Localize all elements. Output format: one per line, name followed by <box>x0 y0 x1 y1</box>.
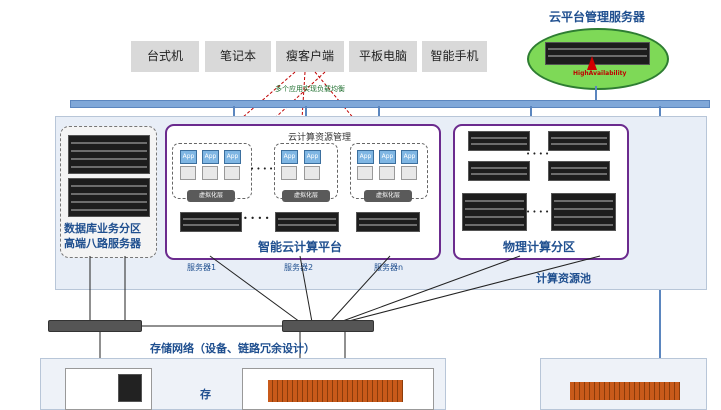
os-icon-3a <box>357 166 373 180</box>
app-icon-1c: App <box>224 150 241 164</box>
cloud-node-2 <box>275 212 339 232</box>
cloud-node-3 <box>356 212 420 232</box>
phys-ellipsis-1: • • • • <box>526 150 550 158</box>
physical-zone-label: 物理计算分区 <box>503 240 576 254</box>
vm-layer-1: 虚拟化层 <box>187 190 235 202</box>
client-thin: 瘦客户端 <box>276 41 344 72</box>
pool-label: 计算资源池 <box>536 272 591 285</box>
phys-server-1 <box>468 131 530 151</box>
app-icon-3a: App <box>357 150 374 164</box>
phys-server-2 <box>548 131 610 151</box>
db-server-1 <box>68 135 150 174</box>
phys-server-5 <box>462 193 527 231</box>
vm-layer-3: 虚拟化层 <box>364 190 412 202</box>
os-icon-2b <box>304 166 320 180</box>
server-label-1: 服务器1 <box>187 263 217 272</box>
client-laptop: 笔记本 <box>205 41 271 72</box>
db-server-2 <box>68 178 150 217</box>
server-label-n: 服务器n <box>374 263 404 272</box>
db-zone-label-1: 数据库业务分区 <box>64 222 141 235</box>
os-icon-1a <box>180 166 196 180</box>
client-phone: 智能手机 <box>422 41 487 72</box>
vm-layer-2: 虚拟化层 <box>282 190 330 202</box>
os-icon-3c <box>401 166 417 180</box>
phys-server-6 <box>551 193 616 231</box>
app-icon-2a: App <box>281 150 298 164</box>
cloud-server-icon <box>545 42 650 65</box>
app-icon-1a: App <box>180 150 197 164</box>
storage-tower-icon <box>118 374 142 402</box>
client-tablet: 平板电脑 <box>349 41 417 72</box>
os-icon-3b <box>379 166 395 180</box>
bus-drop-cloud <box>595 86 597 100</box>
storage-network-label: 存储网络（设备、链路冗余设计） <box>150 342 315 355</box>
network-bus <box>70 100 710 108</box>
multi-app-label: 多个应用实现负载均衡 <box>275 85 345 93</box>
storage-switch-1 <box>48 320 142 332</box>
app-icon-3b: App <box>379 150 396 164</box>
phys-ellipsis-2: • • • • <box>526 208 550 216</box>
phys-server-3 <box>468 161 530 181</box>
client-desktop: 台式机 <box>131 41 199 72</box>
app-icon-2b: App <box>304 150 321 164</box>
os-icon-1c <box>224 166 240 180</box>
app-icon-1b: App <box>202 150 219 164</box>
os-icon-1b <box>202 166 218 180</box>
storage-switch-2 <box>282 320 374 332</box>
vm-ellipsis: • • • • <box>250 165 274 173</box>
right-disk-array-icon <box>570 382 680 400</box>
db-zone-label-2: 高端八路服务器 <box>64 237 141 250</box>
cloud-logo-text: HighAvailability <box>573 70 627 77</box>
server-label-2: 服务器2 <box>284 263 314 272</box>
smart-platform-label: 智能云计算平台 <box>258 240 343 254</box>
storage-partial-label: 存 <box>200 388 211 401</box>
cloud-server-label: 云平台管理服务器 <box>549 10 646 24</box>
storage-links <box>89 255 601 400</box>
app-icon-3c: App <box>401 150 418 164</box>
node-ellipsis: • • • • <box>243 214 270 223</box>
cloud-mgmt-label: 云计算资源管理 <box>288 133 352 143</box>
cloud-node-1 <box>180 212 242 232</box>
phys-server-4 <box>548 161 610 181</box>
os-icon-2a <box>281 166 297 180</box>
disk-array-icon <box>268 380 403 402</box>
bus-drop-4 <box>530 106 532 122</box>
cloud-logo-mark <box>587 56 597 70</box>
